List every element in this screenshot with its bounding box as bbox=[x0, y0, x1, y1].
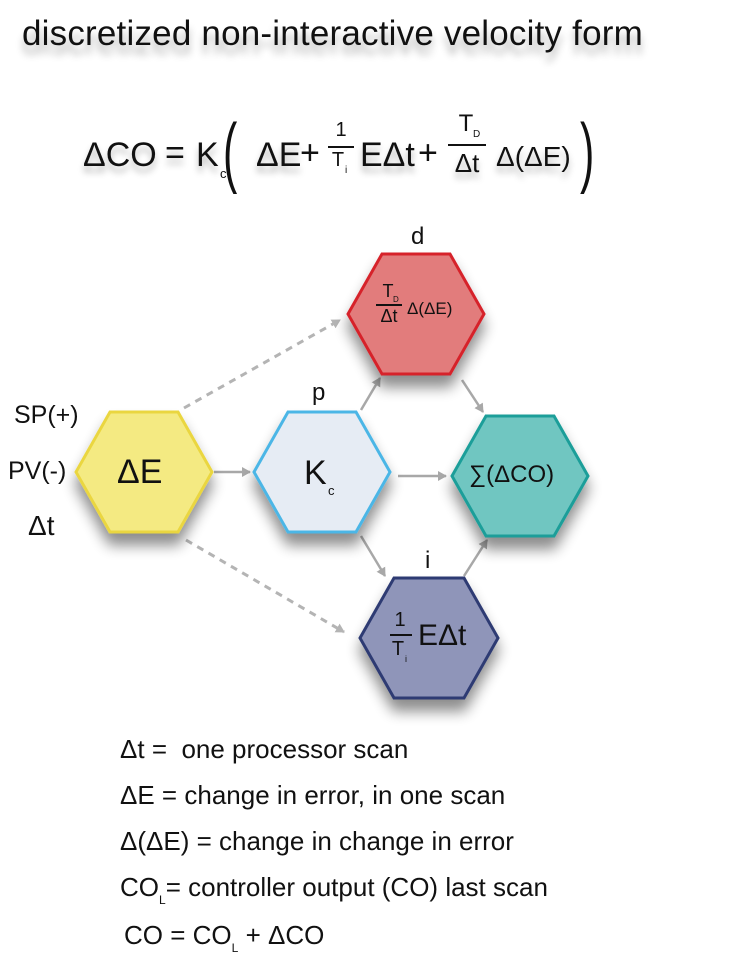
node-derivative-bar bbox=[376, 304, 402, 306]
hex-sum bbox=[450, 414, 590, 538]
formula-term-error: ΔE bbox=[256, 136, 302, 174]
node-derivative-term: Δ(ΔE) bbox=[407, 299, 453, 318]
legend-symbol: CO bbox=[120, 872, 159, 902]
legend-item-col: COL= controller output (CO) last scan bbox=[120, 872, 548, 906]
arrow-i-to-sum bbox=[462, 539, 489, 577]
node-integral-num: 1 bbox=[394, 609, 406, 631]
formula-der-num-sub: D bbox=[473, 129, 481, 140]
arrows bbox=[183, 318, 489, 634]
node-integral-term: EΔt bbox=[418, 619, 467, 652]
arrow-error-to-i bbox=[185, 538, 345, 634]
legend-symbol: Δ(ΔE) = bbox=[120, 826, 212, 856]
formula-open-paren: ( bbox=[223, 107, 238, 195]
node-derivative-tag: d bbox=[411, 223, 425, 250]
node-derivative-den: Δt bbox=[380, 306, 398, 326]
node-sum-label: ∑(ΔCO) bbox=[469, 461, 555, 488]
node-proportional-sub: c bbox=[328, 483, 335, 498]
node-proportional-label: K bbox=[304, 454, 327, 492]
legend-item-dde: Δ(ΔE) = change in change in error bbox=[120, 828, 514, 854]
formula-gain-sub: c bbox=[220, 166, 227, 181]
formula-der-bar bbox=[448, 144, 486, 146]
node-derivative-num-sub: D bbox=[393, 295, 399, 304]
arrow-p-to-d bbox=[359, 377, 382, 411]
formula-int-bar bbox=[328, 146, 354, 148]
input-dt: Δt bbox=[28, 510, 55, 541]
legend-eq: + bbox=[245, 920, 261, 950]
formula-int-den-sub: i bbox=[345, 165, 348, 176]
formula-gain: K bbox=[196, 136, 219, 174]
input-pv: PV(-) bbox=[8, 457, 67, 485]
legend-text: one processor scan bbox=[181, 734, 409, 764]
formula-int-num: 1 bbox=[335, 119, 347, 141]
node-integral-bar bbox=[390, 634, 412, 636]
arrow-d-to-sum bbox=[460, 379, 485, 413]
legend-text: change in error, in one scan bbox=[184, 780, 506, 810]
formula-equals: = bbox=[165, 134, 185, 172]
legend-eq: = bbox=[165, 872, 181, 902]
arrow-p-to-i bbox=[359, 535, 387, 577]
formula-term-int: EΔt bbox=[360, 136, 415, 174]
formula-plus-2: + bbox=[418, 134, 438, 172]
page-title: discretized non-interactive velocity for… bbox=[22, 14, 643, 53]
formula-int-den: T bbox=[331, 149, 345, 171]
formula-close-paren: ) bbox=[580, 107, 595, 195]
legend-item-dt: Δt = one processor scan bbox=[120, 736, 408, 762]
input-sp: SP(+) bbox=[14, 401, 79, 429]
node-derivative-num: T bbox=[382, 281, 394, 301]
legend-item-co: CO = COL + ΔCO bbox=[124, 920, 325, 954]
legend-symbol: ΔE = bbox=[120, 780, 178, 810]
formula-plus-1: + bbox=[300, 134, 320, 172]
node-integral-den: T bbox=[391, 638, 405, 660]
legend-symbol: Δt = bbox=[120, 734, 167, 764]
hex-error bbox=[74, 410, 214, 534]
node-integral-tag: i bbox=[425, 547, 431, 574]
formula-lhs: ΔCO bbox=[83, 136, 157, 174]
legend-symbol: CO = CO bbox=[124, 920, 232, 950]
hex-derivative bbox=[346, 252, 486, 376]
formula-der-den: Δt bbox=[454, 148, 480, 178]
formula-der-num: T bbox=[458, 110, 474, 137]
hex-integral bbox=[358, 576, 500, 700]
node-error-label: ΔE bbox=[117, 453, 163, 491]
legend-text: controller output (CO) last scan bbox=[188, 872, 548, 902]
legend-subscript: L bbox=[231, 941, 239, 955]
legend-text: ΔCO bbox=[267, 920, 325, 950]
node-integral-den-sub: i bbox=[405, 654, 407, 664]
arrow-error-to-d bbox=[183, 318, 341, 410]
legend-text: change in change in error bbox=[219, 826, 514, 856]
legend-subscript: L bbox=[159, 893, 166, 907]
formula-term-der: Δ(ΔE) bbox=[496, 141, 571, 172]
legend-item-de: ΔE = change in error, in one scan bbox=[120, 782, 505, 808]
hex-proportional bbox=[252, 410, 392, 534]
node-proportional-tag: p bbox=[312, 379, 326, 406]
